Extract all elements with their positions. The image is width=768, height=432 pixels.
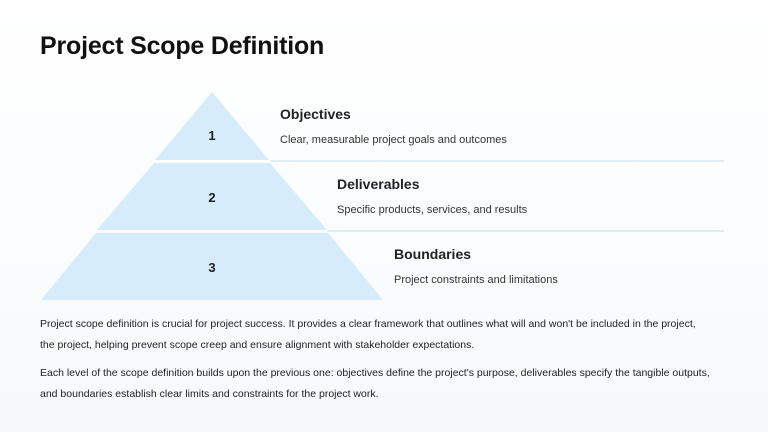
- level-boundaries-description: Project constraints and limitations: [394, 274, 558, 286]
- level-deliverables: Deliverables: [337, 176, 420, 192]
- tier-3-number: 3: [208, 260, 215, 275]
- body-paragraph-2-line-2: and boundaries establish clear limits an…: [40, 388, 379, 400]
- body-paragraph-1-line-2: the project, helping prevent scope creep…: [40, 339, 475, 351]
- level-boundaries: Boundaries: [394, 246, 471, 262]
- body-paragraph-1: Project scope definition is crucial for …: [40, 314, 740, 356]
- tier-2-number: 2: [208, 190, 215, 205]
- pyramid-tier-3[interactable]: [41, 233, 383, 300]
- level-boundaries-title: Boundaries: [394, 246, 472, 262]
- level-objectives-title: Objectives: [280, 106, 351, 122]
- tier-1-number: 1: [208, 128, 215, 143]
- slide-title: Project Scope Definition: [40, 32, 325, 60]
- pyramid-tier-1[interactable]: [155, 92, 269, 160]
- body-paragraph-1-line-1: Project scope definition is crucial for …: [40, 318, 696, 330]
- body-paragraph-2-line-1: Each level of the scope definition build…: [40, 367, 710, 379]
- pyramid-tier-2[interactable]: [97, 163, 327, 230]
- level-objectives-description: Clear, measurable project goals and outc…: [280, 134, 507, 146]
- body-paragraph-2: Each level of the scope definition build…: [40, 363, 740, 405]
- level-objectives: Objectives: [280, 106, 351, 122]
- level-deliverables-title: Deliverables: [337, 176, 420, 192]
- pyramid-diagram: 1 2 3: [41, 92, 724, 300]
- level-deliverables-description: Specific products, services, and results: [337, 204, 528, 216]
